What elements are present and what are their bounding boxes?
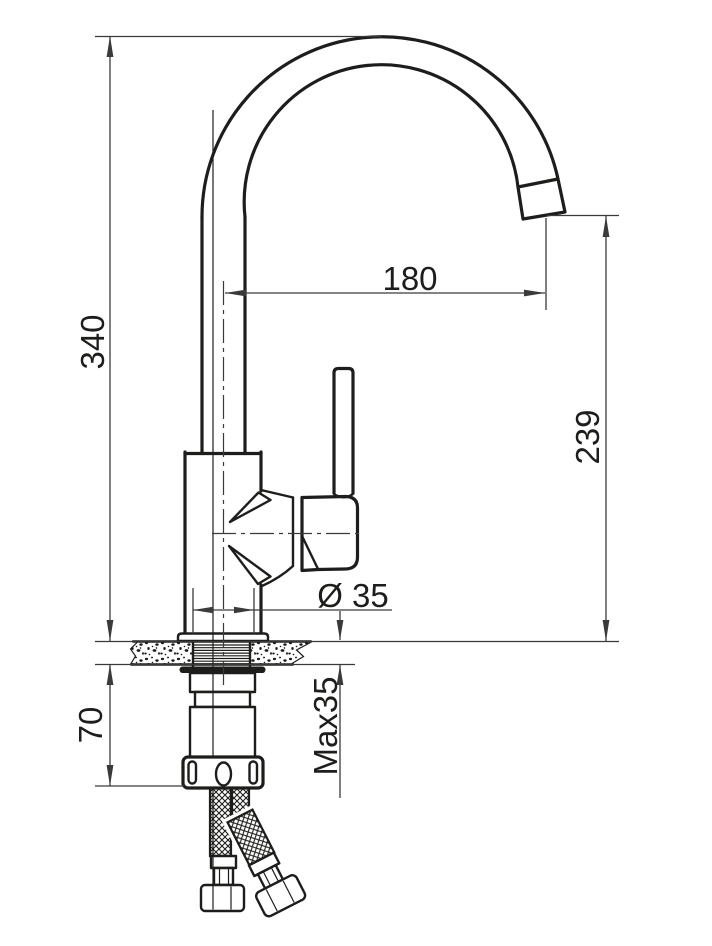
arrow-dia35-right: [234, 606, 254, 614]
threaded-shank: [191, 640, 252, 668]
faucet-outline: [129, 35, 567, 918]
centerlines: [212, 281, 362, 688]
dim-label-overall-height: 340: [74, 314, 111, 369]
arrow-180-right: [524, 289, 545, 297]
faucet-body: [183, 450, 295, 636]
handle-rod-fillet: [332, 492, 355, 499]
hose-collar-left: [209, 854, 238, 870]
mounting-nut-slot-right: [248, 760, 259, 785]
arrow-70-top: [106, 664, 114, 685]
countertop-left-break: [129, 642, 138, 664]
single-lever-handle: [300, 366, 360, 573]
handle-neck-top: [259, 488, 295, 499]
shank-section-lower: [188, 705, 257, 759]
body-chamfer-lower: [227, 544, 272, 586]
hose-nut-left: [199, 883, 246, 913]
arrow-70-bottom: [106, 765, 114, 786]
body-chamfer-upper: [228, 491, 272, 524]
arrow-max35-down: [336, 620, 344, 640]
supply-hose-right: [221, 786, 307, 918]
dim-label-body-diameter: Ø 35: [317, 577, 389, 614]
handle-lever-rod: [332, 366, 355, 494]
countertop-left-slab: [130, 642, 192, 664]
dimension-labels: 340 180 239 Ø 35 70 Max35: [72, 260, 606, 776]
hose-hex-left-flats: [218, 869, 230, 884]
handle-housing-seam: [301, 535, 320, 571]
dim-label-max-thickness: Max35: [307, 676, 344, 775]
arrow-340-bottom: [106, 620, 114, 641]
dimension-arrowheads: [106, 36, 610, 786]
ext-lines-dia35: [192, 588, 255, 634]
dimension-lines: [95, 35, 619, 798]
arrow-180-left: [225, 289, 246, 297]
shank-thread-lines: [194, 644, 249, 665]
arrow-239-bottom: [602, 620, 610, 641]
arrow-max35-up: [336, 665, 344, 685]
spout-inner-arc: [242, 63, 520, 219]
countertop-right-break: [291, 641, 311, 665]
dim-label-outlet-height: 239: [569, 409, 606, 464]
spout-aerator-tip: [516, 177, 567, 221]
spout-outer-arc: [200, 35, 560, 219]
hose-nut-right-flats: [265, 880, 295, 912]
hose-nut-right: [254, 874, 307, 918]
hose-hex-right-flats: [263, 868, 279, 886]
mounting-nut-slot-center: [214, 761, 233, 787]
under-counter-assembly: [179, 110, 307, 918]
countertop-right-slab: [251, 642, 311, 664]
mounting-nut-slot-left: [187, 760, 198, 785]
dim-label-spout-reach: 180: [382, 260, 437, 297]
hose-hex-left: [212, 866, 235, 887]
arrow-340-top: [106, 36, 114, 57]
shank-section-upper: [188, 671, 257, 694]
rubber-seal-washer: [179, 666, 266, 673]
arrow-dia35-left: [193, 606, 213, 614]
spout-arc: [200, 35, 567, 456]
arrow-239-top: [602, 216, 610, 237]
handle-neck-bottom: [259, 564, 295, 588]
mounting-nut: [181, 755, 265, 790]
dim-label-under-counter: 70: [72, 707, 109, 744]
shank-edges: [191, 640, 252, 668]
shank-section-groove: [193, 690, 252, 709]
